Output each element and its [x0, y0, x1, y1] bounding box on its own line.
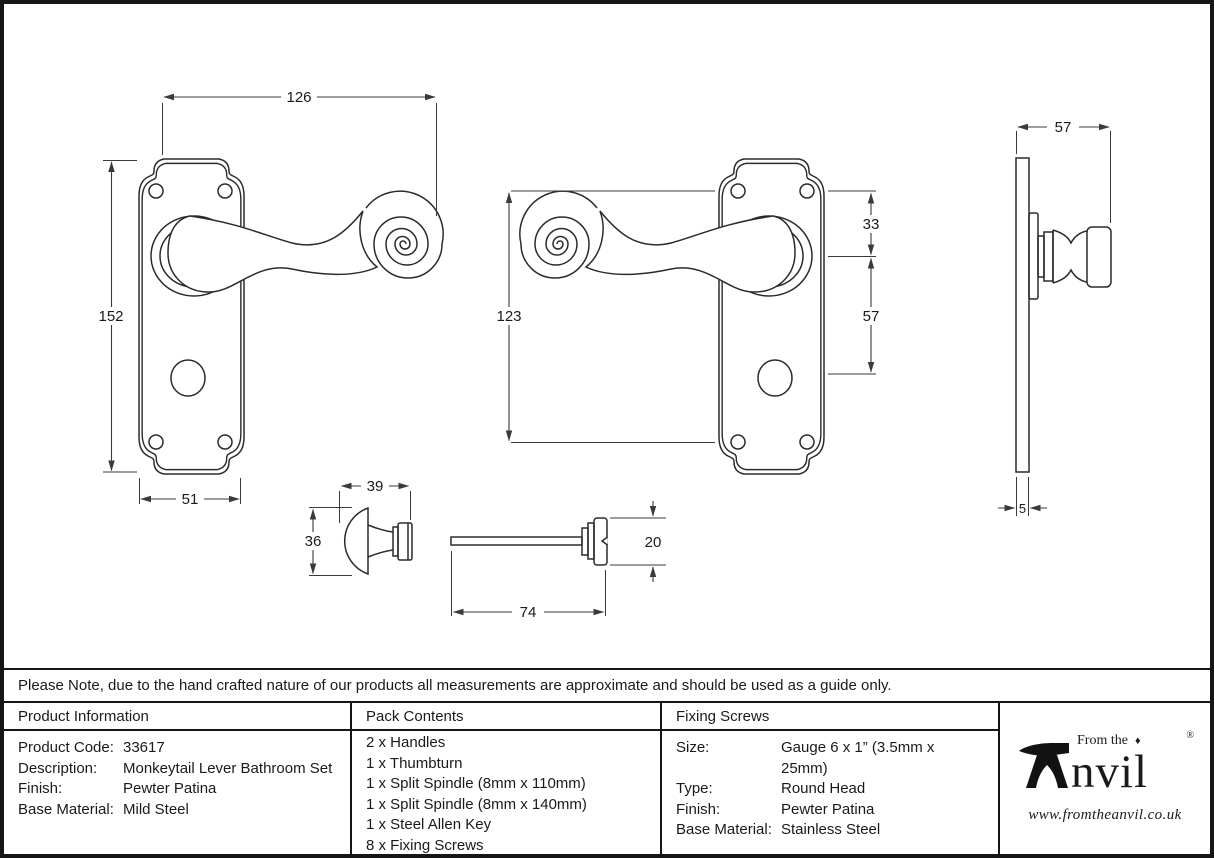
dim-plate-height: 152 [98, 308, 123, 325]
product-info-table: Product Information Product Code: 33617 … [4, 703, 1210, 854]
thumbturn-wing [343, 506, 369, 576]
technical-drawing-svg: 126 152 51 [96, 89, 1112, 621]
screw-finish-value: Pewter Patina [781, 800, 875, 818]
screw-size-value: Gauge 6 x 1” (3.5mm x 25mm) [781, 739, 935, 777]
side-knob-ring [1037, 235, 1045, 278]
pack-contents-header: Pack Contents [352, 703, 660, 731]
from-the-anvil-logo: From the ♦ ® nvil [1017, 730, 1194, 805]
side-knob-cap [1086, 226, 1112, 288]
measurement-disclaimer-row: Please Note, due to the hand crafted nat… [4, 668, 1210, 703]
row-label: Description: [18, 759, 98, 777]
technical-drawing-area: 126 152 51 [4, 4, 1210, 668]
product-information-column: Product Information Product Code: 33617 … [4, 703, 352, 854]
dim-plate-width: 51 [182, 491, 199, 508]
anvil-icon [1019, 743, 1069, 788]
spindle-slot [600, 536, 608, 546]
dim-spindle-to-turn: 57 [863, 308, 880, 325]
list-item: 1 x Split Spindle (8mm x 110mm) [366, 775, 586, 793]
diamond-icon: ♦ [1134, 734, 1141, 747]
dim-thumbturn-height: 36 [305, 533, 322, 550]
side-knob-profile-bottom [1052, 268, 1088, 284]
spindle-rod [450, 536, 583, 546]
brand-cell: From the ♦ ® nvil www.fromtheanvil.co.uk [1000, 703, 1210, 854]
row-label: Type: [676, 780, 713, 797]
dim-projection: 57 [1055, 119, 1072, 136]
side-view: 57 5 [998, 119, 1112, 516]
finish-value: Pewter Patina [123, 780, 217, 797]
dim-spindle-collar: 20 [645, 534, 662, 551]
registered-trademark-symbol: ® [1186, 730, 1194, 741]
side-plate [1015, 157, 1030, 473]
row-label: Product Code: [18, 739, 114, 756]
table-row: Description: Monkeytail Lever Bathroom S… [18, 759, 336, 780]
list-item: 1 x Steel Allen Key [366, 816, 492, 834]
side-rose [1028, 212, 1039, 300]
side-knob-profile-top [1052, 229, 1088, 245]
row-label: Base Material: [18, 800, 114, 818]
product-information-header: Product Information [4, 703, 350, 731]
brand-website: www.fromtheanvil.co.uk [1028, 807, 1182, 823]
list-item: 1 x Split Spindle (8mm x 140mm) [366, 795, 587, 813]
thumbturn-neck [367, 524, 394, 533]
logo-prefix-text: From the [1077, 733, 1128, 748]
screw-type-value: Round Head [781, 780, 866, 797]
pack-contents-column: Pack Contents 2 x Handles 1 x Thumbturn … [352, 703, 662, 854]
dim-plate-thickness: 5 [1019, 501, 1026, 516]
description-value: Monkeytail Lever Bathroom Set [123, 759, 333, 777]
dim-top-to-spindle: 33 [863, 216, 880, 233]
table-row: Finish: Pewter Patina [18, 779, 336, 800]
logo-prefix: From the ♦ [1077, 733, 1141, 749]
spindle-flange [587, 522, 595, 560]
row-label: Base Material: [676, 821, 772, 838]
table-row: Size: Gauge 6 x 1” (3.5mm x 25mm) [676, 738, 984, 779]
list-item: 2 x Handles [366, 734, 446, 751]
screw-material-value: Stainless Steel [781, 821, 881, 838]
side-knob-ring [1043, 231, 1054, 282]
list-item: 1 x Thumbturn [366, 754, 463, 772]
front-view-right-handle: 123 33 57 [493, 159, 885, 474]
base-material-value: Mild Steel [123, 800, 189, 818]
thumbturn-drawing: 39 36 [299, 478, 413, 576]
row-label: Finish: [18, 780, 63, 797]
table-row: Type: Round Head [676, 779, 984, 800]
list-item: 8 x Fixing Screws [366, 836, 484, 854]
front-view-left-handle: 126 152 51 [96, 89, 443, 508]
fixing-screws-header: Fixing Screws [662, 703, 998, 731]
row-label: Finish: [676, 800, 721, 818]
row-label: Size: [676, 739, 710, 756]
fixing-screws-column: Fixing Screws Size: Gauge 6 x 1” (3.5mm … [662, 703, 1000, 854]
spindle-drawing: 74 20 [450, 501, 666, 621]
disclaimer-text: Please Note, due to the hand crafted nat… [18, 677, 892, 694]
spindle-flange [581, 527, 589, 556]
logo-wordmark: nvil [1071, 746, 1149, 799]
dim-thumbturn-width: 39 [367, 478, 384, 495]
dim-overall-width: 126 [286, 89, 311, 106]
thumbturn-collar [397, 522, 413, 561]
product-code-value: 33617 [123, 739, 165, 756]
table-row: Base Material: Stainless Steel [676, 820, 984, 841]
thumbturn-neck [367, 549, 394, 558]
table-row: Base Material: Mild Steel [18, 800, 336, 821]
table-row: Product Code: 33617 [18, 738, 336, 759]
dim-spindle-length: 74 [520, 604, 537, 621]
dim-screw-centres: 123 [496, 308, 521, 325]
table-row: Finish: Pewter Patina [676, 800, 984, 821]
